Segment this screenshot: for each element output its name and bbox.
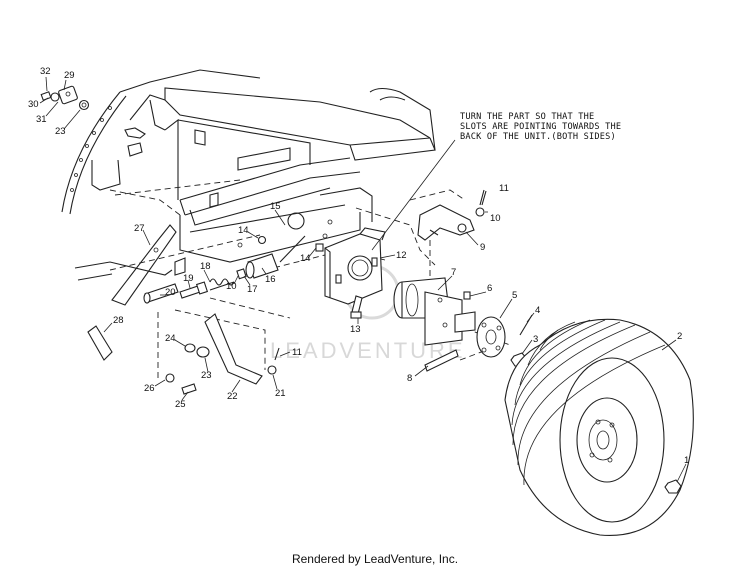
callout-17: 17 xyxy=(247,284,258,295)
part-18-spring xyxy=(209,278,235,291)
part-12-mount-bracket xyxy=(324,227,386,305)
callout-2: 2 xyxy=(677,331,682,342)
note-line-2: SLOTS ARE POINTING TOWARDS THE xyxy=(460,122,621,132)
callout-18: 18 xyxy=(200,261,211,272)
callout-31: 31 xyxy=(36,114,47,125)
hardware-stack-top-left xyxy=(40,85,90,111)
part-1-lug-nut xyxy=(664,479,682,494)
footer-credit: Rendered by LeadVenture, Inc. xyxy=(291,552,459,566)
part-8-bolt xyxy=(424,349,459,372)
part-9-latch xyxy=(417,204,475,241)
callout-4: 4 xyxy=(535,305,540,316)
callout-5: 5 xyxy=(512,290,517,301)
part-6-key xyxy=(463,291,471,300)
note-line-1: TURN THE PART SO THAT THE xyxy=(460,112,594,122)
callout-23-lower: 23 xyxy=(201,370,212,381)
part-27-bracket xyxy=(111,224,177,306)
callout-30: 30 xyxy=(28,99,39,110)
callout-24: 24 xyxy=(165,333,176,344)
part-20-pin xyxy=(143,283,179,304)
callout-11-lower: 11 xyxy=(292,347,302,358)
part-24-bushing xyxy=(184,343,196,353)
callout-19: 19 xyxy=(183,273,194,284)
callout-32: 32 xyxy=(40,66,51,77)
chassis-frame xyxy=(61,69,436,281)
part-23-bushing xyxy=(196,346,210,358)
part-19-bolt xyxy=(179,281,209,299)
callout-11-upper: 11 xyxy=(499,183,509,194)
part-7-drive-motor xyxy=(393,277,476,346)
part-16-sleeve xyxy=(236,235,324,280)
note-line-3: BACK OF THE UNIT.(BOTH SIDES) xyxy=(460,132,616,142)
callout-15: 15 xyxy=(270,201,281,212)
part-11-cotter-lower xyxy=(274,347,280,361)
callout-13: 13 xyxy=(350,324,361,335)
rear-tube xyxy=(124,127,146,139)
callout-leaders xyxy=(39,76,687,483)
part-21-washer xyxy=(267,365,277,375)
frame-arc-holes xyxy=(70,106,112,192)
callout-26: 26 xyxy=(144,383,155,394)
part-13-bolt xyxy=(350,295,363,319)
callout-12: 12 xyxy=(396,250,407,261)
callout-7: 7 xyxy=(451,267,456,278)
part-2-tire xyxy=(504,318,694,537)
callout-21: 21 xyxy=(275,388,286,399)
callout-23-upper: 23 xyxy=(55,126,66,137)
callout-1: 1 xyxy=(684,455,689,466)
callout-10-upper: 10 xyxy=(490,213,501,224)
callout-16: 16 xyxy=(265,274,276,285)
callout-10-lower: 10 xyxy=(226,281,237,292)
callout-3: 3 xyxy=(533,334,538,345)
part-10-washer-upper xyxy=(475,207,485,217)
callout-25: 25 xyxy=(175,399,186,410)
callout-20: 20 xyxy=(165,287,176,298)
callout-29: 29 xyxy=(64,70,75,81)
part-22-pedal-arm xyxy=(204,313,263,385)
callout-14-left: 14 xyxy=(238,225,249,236)
callout-14-right: 14 xyxy=(300,253,311,264)
callout-8: 8 xyxy=(407,373,412,384)
callout-9: 9 xyxy=(480,242,485,253)
note-leader-line xyxy=(371,139,456,251)
part-28-pedal xyxy=(87,325,113,361)
callout-22: 22 xyxy=(227,391,238,402)
callout-6: 6 xyxy=(487,283,492,294)
callout-28: 28 xyxy=(113,315,124,326)
part-25-bolt xyxy=(181,383,197,395)
part-26-nut xyxy=(165,373,175,383)
instruction-note: TURN THE PART SO THAT THE SLOTS ARE POIN… xyxy=(460,112,621,142)
part-5-hub xyxy=(476,316,506,358)
callout-labels: 32 29 30 31 23 27 15 14 14 12 11 10 9 18… xyxy=(28,66,689,466)
frame-hole xyxy=(287,212,305,230)
part-11-cotter-upper xyxy=(479,189,487,206)
callout-27: 27 xyxy=(134,223,145,234)
